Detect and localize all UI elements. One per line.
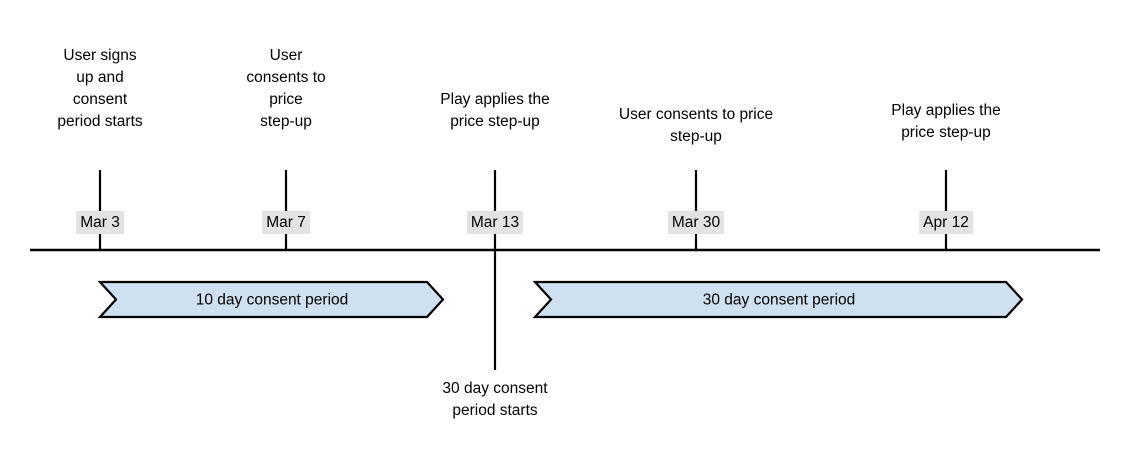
date-chip-apr-12: Apr 12 [919,211,973,234]
period-arrow-consent-period-30-day [532,280,1024,319]
date-chip-mar-3: Mar 3 [76,211,124,234]
consent-period-arrows [97,280,1024,319]
event-tick-lines [98,170,948,370]
date-chip-mar-13: Mar 13 [466,211,524,234]
period-arrow-consent-period-10-day [97,280,445,319]
date-chip-mar-30: Mar 30 [667,211,725,234]
date-chip-mar-7: Mar 7 [262,211,310,234]
